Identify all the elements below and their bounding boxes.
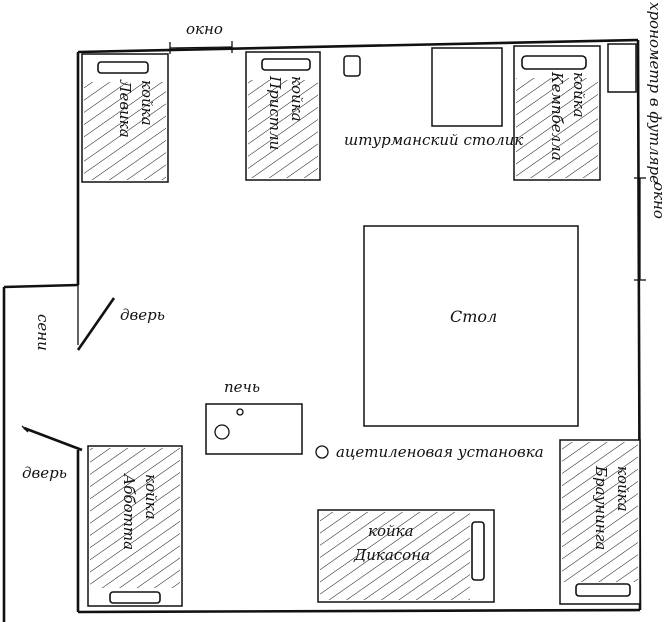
svg-text:Абботта: Абботта	[120, 473, 138, 550]
door-lower-label: дверь	[22, 464, 67, 482]
window-top-label: окно	[186, 20, 223, 38]
bunk-campbell-label: койка Кемпбелла	[548, 71, 588, 161]
door-upper	[76, 297, 116, 351]
vestibule-label: сени	[34, 314, 52, 351]
door-lower	[21, 425, 83, 452]
svg-text:койка: койка	[368, 522, 414, 540]
svg-text:Кемпбелла: Кемпбелла	[548, 71, 566, 161]
bunk-abbott	[87, 445, 183, 607]
door-upper-label: дверь	[120, 306, 165, 324]
window-right-label: окно	[650, 182, 668, 219]
svg-text:Левика: Левика	[116, 79, 134, 138]
svg-text:Дикасона: Дикасона	[353, 546, 430, 564]
svg-text:койка: койка	[614, 466, 632, 512]
svg-text:койка: койка	[570, 72, 588, 118]
outer-walls	[2, 38, 642, 622]
svg-text:койка: койка	[142, 474, 160, 520]
bunk-abbott-label: койка Абботта	[120, 473, 160, 550]
bunk-priestley-label: койка Пристли	[266, 75, 306, 150]
acetylene-label: ацетиленовая установка	[336, 443, 544, 461]
bunk-dickason-label: койка Дикасона	[353, 522, 430, 564]
window-right	[634, 177, 646, 281]
stove-label: печь	[224, 378, 260, 396]
bunk-priestley	[245, 51, 321, 181]
svg-text:Браунинга: Браунинга	[592, 465, 610, 550]
window-top	[169, 41, 233, 54]
bunk-campbell	[513, 45, 601, 181]
bunk-browning	[559, 439, 641, 605]
acetylene-icon	[315, 445, 329, 459]
chronometer-box	[343, 55, 361, 77]
nav-table-label: штурманский столик	[344, 131, 523, 149]
nav-table	[431, 47, 503, 127]
table	[363, 225, 579, 427]
svg-text:койка: койка	[288, 76, 306, 122]
svg-text:Пристли: Пристли	[266, 75, 284, 150]
svg-text:койка: койка	[138, 80, 156, 126]
bunk-levick-label: койка Левика	[116, 79, 156, 138]
stove	[205, 403, 303, 455]
bunk-dickason	[317, 509, 495, 603]
table-label: Стол	[450, 307, 497, 326]
chronometer-label: хронометр в футляре	[646, 2, 664, 184]
chronometer-case	[607, 43, 637, 93]
bunk-browning-label: койка Браунинга	[592, 465, 632, 550]
bunk-levick	[81, 53, 169, 183]
